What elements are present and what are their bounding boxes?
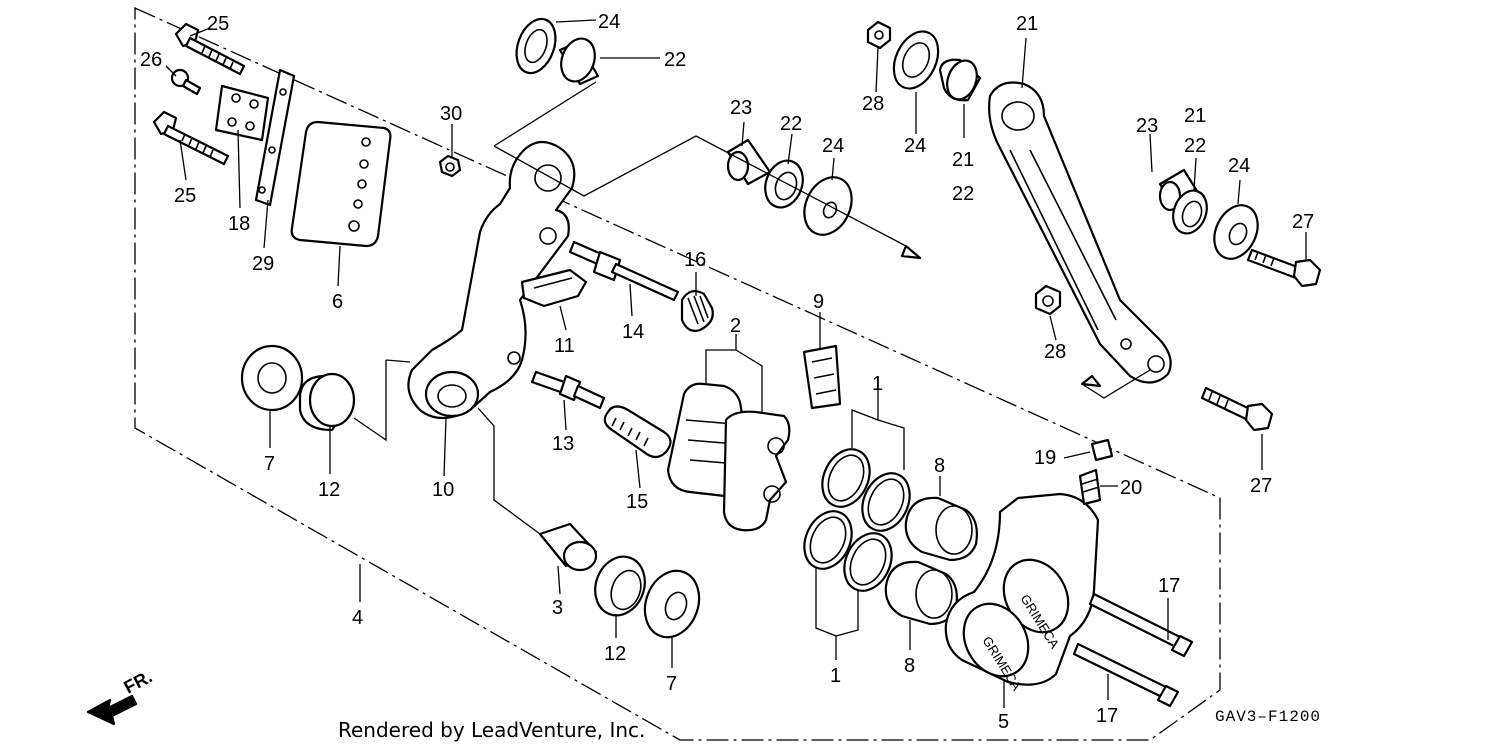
callout-17-upper: 17 [1158,575,1180,597]
nut-30 [438,154,462,178]
sleeve-23-center [726,138,772,186]
retainer-plate-18 [214,84,270,142]
sleeve-23-right [1158,168,1202,212]
callout-25-lower: 25 [174,185,196,207]
slide-pin-13 [530,370,606,410]
callout-25-upper: 25 [207,13,229,35]
callout-15: 15 [626,491,648,513]
callout-21-right: 21 [1184,105,1206,127]
callout-13: 13 [552,433,574,455]
callout-4: 4 [352,607,363,629]
bushing-21-22-top [938,58,982,102]
callout-26: 26 [140,49,162,71]
bleeder-cap-19 [1090,438,1114,462]
callout-18: 18 [228,213,250,235]
caliper-body-5: GRIMECA GRIMECA [944,492,1100,693]
dust-seal-24-top [515,17,557,75]
caliper-bracket-10 [407,140,576,420]
dust-seal-24-right [1213,204,1259,260]
callout-12-left: 12 [318,479,340,501]
callout-27-top: 27 [1292,211,1314,233]
callout-19: 19 [1034,447,1056,469]
nut-28-top [866,20,892,50]
callout-7-lower: 7 [666,673,677,695]
assembly-boundary [134,6,1221,741]
shim-29 [254,68,296,207]
bolt-27-top [1246,248,1322,288]
diagram-code: GAV3–F1200 [1215,708,1322,726]
dust-seal-7-left [240,344,304,412]
cover-plate-6 [290,120,392,248]
pin-boot-16 [680,289,714,332]
upper-bolt-25 [174,22,246,76]
callout-8-lower: 8 [904,655,915,677]
pin-boot-15 [603,405,672,459]
callout-29: 29 [252,253,274,275]
callout-28-top: 28 [862,93,884,115]
callout-30: 30 [440,103,462,125]
callout-20: 20 [1120,477,1142,499]
callout-6: 6 [332,291,343,313]
pad-spring-11 [520,268,588,308]
front-direction-arrow: FR. [86,666,155,726]
callout-11: 11 [554,335,575,357]
callout-14: 14 [622,321,644,343]
callout-1-lower: 1 [830,665,841,687]
arrow-head-center [900,244,922,260]
torque-arm-21 [988,81,1172,384]
callout-24-right: 24 [1228,155,1250,177]
callout-24-center: 24 [822,135,844,157]
sleeve-3 [538,522,598,572]
dust-seal-24-center [803,176,853,236]
callout-17-lower: 17 [1096,705,1118,727]
callout-27-lower: 27 [1250,475,1272,497]
callout-12-lower: 12 [604,643,626,665]
pad-pin-clip-9 [802,344,842,410]
callout-22-right: 22 [1184,135,1206,157]
callout-24-top: 24 [598,11,620,33]
callout-9: 9 [813,291,824,313]
bushing-12-lower [594,555,646,617]
callout-16: 16 [684,249,706,271]
callout-1-upper: 1 [872,373,883,395]
bleeder-valve-20 [1078,468,1102,506]
callout-23-right: 23 [1136,115,1158,137]
lower-bolt-25 [152,110,230,166]
callout-3: 3 [552,597,563,619]
callout-2: 2 [730,315,741,337]
piston-seals-1 [803,448,911,592]
callout-22-center: 22 [780,113,802,135]
callout-28-mid: 28 [1044,341,1066,363]
nut-28-mid [1034,284,1062,316]
render-credit: Rendered by LeadVenture, Inc. [338,718,646,742]
dust-seal-7-lower [643,569,701,639]
slide-pin-14 [568,240,680,302]
arrow-head-right [1080,374,1102,388]
callout-21-top-bushing: 21 [952,149,974,171]
brake-pads-2 [666,382,791,532]
callout-22-top-bushing: 22 [952,183,974,205]
caliper-pins-17 [1072,592,1194,708]
bushing-12-left [298,372,356,432]
callout-24-right-top: 24 [904,135,926,157]
callout-22-top: 22 [664,49,686,71]
bolt-27-lower [1200,386,1274,432]
bushing-22-center [764,159,804,209]
dust-seal-24-right-top [892,30,940,90]
callout-8-upper: 8 [934,455,945,477]
callout-21-arm: 21 [1016,13,1038,35]
small-bolt-26 [170,68,202,96]
bushing-22-top [558,37,600,86]
callout-7-left: 7 [264,453,275,475]
front-direction-label: FR. [120,666,155,697]
bushing-22-right [1172,189,1208,235]
callout-10: 10 [432,479,454,501]
callout-5: 5 [998,711,1009,733]
callout-23-center: 23 [730,97,752,119]
